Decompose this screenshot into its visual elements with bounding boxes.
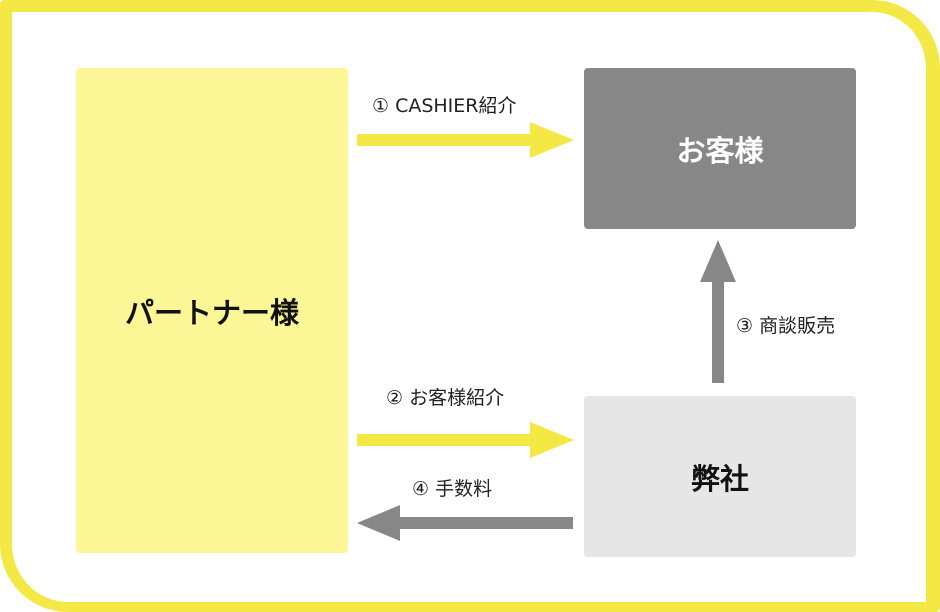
arrow-sales-negotiation xyxy=(700,240,736,383)
arrow-customer-intro xyxy=(357,422,574,458)
flow-label-step2: ② お客様紹介 xyxy=(386,387,505,409)
customer-label: お客様 xyxy=(676,133,764,168)
partner-label: パートナー様 xyxy=(124,295,299,330)
partner-box: パートナー様 xyxy=(76,68,348,553)
flow-label-step4: ④ 手数料 xyxy=(412,478,493,500)
company-label: 弊社 xyxy=(690,461,749,496)
arrow-cashier-intro xyxy=(357,122,574,158)
customer-box: お客様 xyxy=(584,68,856,229)
company-box: 弊社 xyxy=(584,396,856,557)
flow-label-step3: ③ 商談販売 xyxy=(736,315,836,337)
flow-label-step1: ① CASHIER紹介 xyxy=(372,95,517,117)
arrow-commission xyxy=(357,505,573,541)
